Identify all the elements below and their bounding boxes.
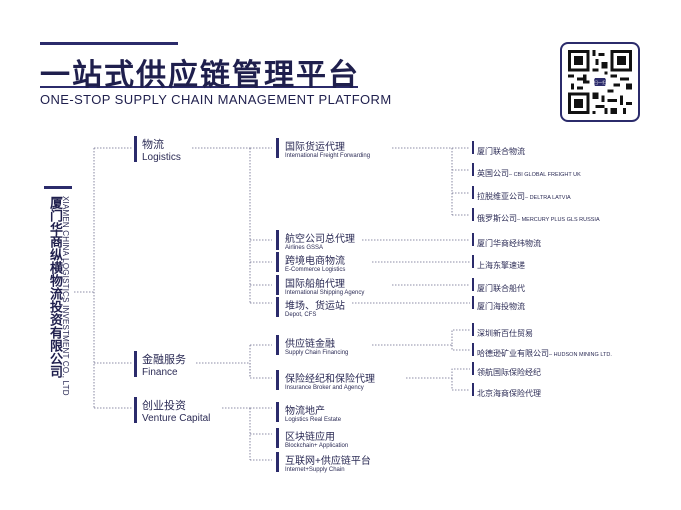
- level3-uk-company[interactable]: 英国公司– CBI GLOBAL FREIGHT UK: [472, 163, 581, 181]
- level2-label-cn: 互联网+供应链平台: [285, 456, 371, 467]
- level1-venture-capital[interactable]: 创业投资 Venture Capital: [134, 397, 210, 424]
- level1-label-cn: 创业投资: [142, 400, 186, 412]
- connector-insurance-branches: [406, 368, 470, 391]
- connector-level1-branches: [94, 147, 132, 409]
- qr-badge-text: 扫一扫: [594, 79, 607, 86]
- level2-label-en: Supply Chain Financing: [285, 350, 349, 356]
- level3-label: 厦门海投物流: [477, 302, 525, 311]
- level3-label: 厦门联合船代: [477, 284, 525, 293]
- level2-label-cn: 区块链应用: [285, 432, 335, 443]
- connector-forwarding-branches: [392, 147, 470, 216]
- page-subtitle: ONE-STOP SUPPLY CHAIN MANAGEMENT PLATFOR…: [40, 92, 392, 107]
- level2-depot-cfs[interactable]: 堆场、货运站 Depot, CFS: [276, 297, 345, 318]
- level2-supply-chain-financing[interactable]: 供应链金融 Supply Chain Financing: [276, 335, 348, 356]
- level3-latvia-company[interactable]: 拉脱维亚公司– DELTRA LATVIA: [472, 186, 571, 204]
- level2-label-en: Logistics Real Estate: [285, 417, 342, 423]
- level1-label-en: Logistics: [142, 152, 181, 163]
- level2-label-cn: 航空公司总代理: [285, 234, 355, 245]
- level3-sublabel: – CBI GLOBAL FREIGHT UK: [509, 172, 581, 178]
- level1-label-cn: 物流: [142, 139, 164, 151]
- connector-finance-out: [196, 362, 251, 377]
- level3-label: 厦门华商经纬物流: [477, 239, 541, 248]
- level3-label: 俄罗斯公司: [477, 214, 517, 223]
- level3-hsjw-logistics[interactable]: 厦门华商经纬物流: [472, 233, 541, 251]
- qr-code[interactable]: 扫一扫: [560, 42, 640, 122]
- level3-insurance-brokerage[interactable]: 领航国际保险经纪: [472, 362, 541, 380]
- title-top-rule: [40, 42, 178, 45]
- level2-label-cn: 国际船舶代理: [285, 279, 345, 290]
- level3-sublabel: – MERCURY PLUS GLS RUSSIA: [517, 217, 600, 223]
- level2-blockchain-application[interactable]: 区块链应用 Blockchain+ Application: [276, 428, 348, 449]
- level2-label-cn: 国际货运代理: [285, 142, 345, 153]
- connector-financing-branches: [372, 329, 470, 351]
- level2-label-cn: 堆场、货运站: [285, 301, 345, 312]
- connector-venture-branches: [249, 407, 272, 461]
- level1-label-en: Venture Capital: [142, 413, 211, 424]
- level3-shanghai-express[interactable]: 上海东擎速递: [472, 255, 525, 273]
- level3-label: 厦门联合物流: [477, 147, 525, 156]
- level3-hudson-mining[interactable]: 哈德逊矿业有限公司– HUDSON MINING LTD.: [472, 343, 612, 361]
- level3-beijing-insurance-agency[interactable]: 北京海商保险代理: [472, 383, 541, 401]
- level2-label-cn: 跨境电商物流: [285, 256, 345, 267]
- level3-label: 上海东擎速递: [477, 261, 525, 270]
- level2-label-cn: 保险经纪和保险代理: [285, 374, 375, 385]
- level3-label: 哈德逊矿业有限公司: [477, 349, 549, 358]
- level1-logistics[interactable]: 物流 Logistics: [134, 136, 181, 163]
- connector-logistics-branches: [250, 147, 272, 304]
- level2-label-cn: 供应链金融: [285, 339, 335, 350]
- level3-label: 英国公司: [477, 169, 509, 178]
- level3-label: 拉脱维亚公司: [477, 192, 525, 201]
- level2-airlines-gssa[interactable]: 航空公司总代理 Airlines GSSA: [276, 230, 355, 251]
- level3-shenzhen-trading[interactable]: 深圳新百仕贸易: [472, 323, 533, 341]
- level3-xiamen-united-shipping[interactable]: 厦门联合船代: [472, 278, 525, 296]
- level2-label-en: International Freight Forwarding: [285, 153, 371, 159]
- level1-label-cn: 金融服务: [142, 354, 186, 366]
- level2-label-en: Blockchain+ Application: [285, 443, 349, 449]
- connector-finance-branches: [249, 344, 272, 379]
- page-title: 一站式供应链管理平台: [40, 58, 360, 93]
- level3-label: 北京海商保险代理: [477, 389, 541, 398]
- subtitle-top-rule: [40, 86, 358, 88]
- level2-shipping-agency[interactable]: 国际船舶代理 International Shipping Agency: [276, 275, 364, 296]
- level2-ecommerce-logistics[interactable]: 跨境电商物流 E-Commerce Logistics: [276, 252, 345, 273]
- level1-label-en: Finance: [142, 367, 178, 378]
- level3-xiamen-united-logistics[interactable]: 厦门联合物流: [472, 141, 525, 159]
- level2-freight-forwarding[interactable]: 国际货运代理 International Freight Forwarding: [276, 138, 370, 159]
- level1-finance[interactable]: 金融服务 Finance: [134, 351, 186, 378]
- company-name-en: XIAMEN CHINA LOGISTICS INVESTMENT CO., L…: [61, 196, 70, 396]
- company-top-rule: [44, 186, 72, 189]
- qr-pattern-icon: 扫一扫: [568, 50, 632, 114]
- level2-insurance-broker[interactable]: 保险经纪和保险代理 Insurance Broker and Agency: [276, 370, 375, 391]
- level2-label-en: E-Commerce Logistics: [285, 267, 346, 273]
- level3-russia-company[interactable]: 俄罗斯公司– MERCURY PLUS GLS RUSSIA: [472, 208, 600, 226]
- level2-label-cn: 物流地产: [285, 406, 325, 417]
- level2-label-en: International Shipping Agency: [285, 290, 365, 296]
- level2-label-en: Depot, CFS: [285, 312, 317, 318]
- level3-label: 领航国际保险经纪: [477, 368, 541, 377]
- level2-logistics-real-estate[interactable]: 物流地产 Logistics Real Estate: [276, 402, 341, 423]
- level3-sublabel: – HUDSON MINING LTD.: [549, 352, 612, 358]
- level2-internet-supply-chain[interactable]: 互联网+供应链平台 Internet+Supply Chain: [276, 452, 371, 473]
- level3-xiamen-haitou-logistics[interactable]: 厦门海投物流: [472, 296, 525, 314]
- level3-label: 深圳新百仕贸易: [477, 329, 533, 338]
- company-name-cn: 厦门华商纵横物流投资有限公司: [47, 196, 62, 378]
- level3-sublabel: – DELTRA LATVIA: [525, 195, 571, 201]
- level2-label-en: Airlines GSSA: [285, 245, 324, 251]
- level2-label-en: Insurance Broker and Agency: [285, 385, 364, 391]
- level2-label-en: Internet+Supply Chain: [285, 467, 345, 473]
